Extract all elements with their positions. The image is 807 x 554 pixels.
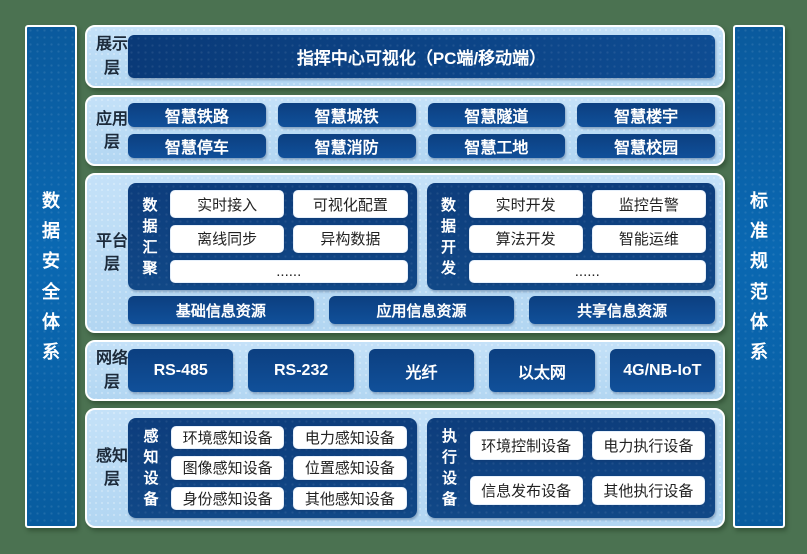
layer-label-presentation: 展示层 xyxy=(96,36,129,77)
platform-capability-chip: 离线同步 xyxy=(170,224,285,253)
sensing-devices-group: 感知设备 环境感知设备电力感知设备图像感知设备位置感知设备身份感知设备其他感知设… xyxy=(128,418,417,518)
application-chip: 智慧楼宇 xyxy=(577,103,715,128)
protocol-chip: 4G/NB-IoT xyxy=(609,349,716,392)
sensing-devices-label: 感知设备 xyxy=(143,428,159,508)
application-chip: 智慧停车 xyxy=(128,134,266,159)
platform-groups-row: 数据汇聚 实时接入可视化配置离线同步异构数据...... 数据开发 实时开发监控… xyxy=(128,183,715,290)
application-chip: 智慧隧道 xyxy=(427,103,566,128)
sensing-devices-grid: 环境感知设备电力感知设备图像感知设备位置感知设备身份感知设备其他感知设备 xyxy=(171,426,407,510)
actuator-device-chip: 其他执行设备 xyxy=(591,476,705,505)
data-development-grid: 实时开发监控告警算法开发智能运维...... xyxy=(468,190,706,284)
data-aggregation-label: 数据汇聚 xyxy=(142,196,158,277)
platform-body: 数据汇聚 实时接入可视化配置离线同步异构数据...... 数据开发 实时开发监控… xyxy=(128,181,716,325)
platform-capability-chip: 算法开发 xyxy=(468,224,583,253)
layer-label-platform: 平台层 xyxy=(96,232,129,274)
protocol-chip: 以太网 xyxy=(489,349,595,392)
actuator-device-chip: 电力执行设备 xyxy=(591,431,705,460)
platform-capability-chip: 监控告警 xyxy=(591,190,706,218)
data-security-sidebar: 数据安全体系 xyxy=(25,25,77,528)
layer-presentation: 展示层 指挥中心可视化（PC端/移动端） xyxy=(85,25,725,89)
actuator-device-chip: 环境控制设备 xyxy=(469,431,583,460)
layer-label-perception: 感知层 xyxy=(96,447,129,488)
standards-sidebar: 标准规范体系 xyxy=(733,25,785,528)
data-security-label: 数据安全体系 xyxy=(42,190,60,362)
layer-label-network: 网络层 xyxy=(96,350,129,391)
data-development-label: 数据开发 xyxy=(440,196,456,277)
information-resources-row: 基础信息资源应用信息资源共享信息资源 xyxy=(128,296,716,324)
protocol-row: RS-485 RS-232 光纤以太网 4G/NB-IoT xyxy=(128,348,716,393)
application-chip: 智慧工地 xyxy=(427,134,566,159)
protocol-chip: 光纤 xyxy=(368,349,475,392)
sensing-device-chip: 位置感知设备 xyxy=(293,456,407,480)
application-grid: 智慧铁路智慧城铁智慧隧道智慧楼宇智慧停车智慧消防智慧工地智慧校园 xyxy=(128,103,715,159)
sensing-device-chip: 身份感知设备 xyxy=(171,486,285,510)
sensing-device-chip: 图像感知设备 xyxy=(171,456,285,480)
data-aggregation-group: 数据汇聚 实时接入可视化配置离线同步异构数据...... xyxy=(128,183,417,290)
application-chip: 智慧校园 xyxy=(577,134,715,159)
network-body: RS-485 RS-232 光纤以太网 4G/NB-IoT xyxy=(128,348,716,393)
command-center-visualization-box: 指挥中心可视化（PC端/移动端） xyxy=(128,35,715,79)
protocol-chip: RS-485 xyxy=(128,349,234,392)
platform-capability-chip: ...... xyxy=(170,259,408,284)
sensing-device-chip: 电力感知设备 xyxy=(293,426,407,450)
platform-capability-chip: 可视化配置 xyxy=(293,190,408,218)
actuator-devices-grid: 环境控制设备电力执行设备信息发布设备其他执行设备 xyxy=(469,426,705,510)
data-development-group: 数据开发 实时开发监控告警算法开发智能运维...... xyxy=(427,183,716,290)
platform-capability-chip: ...... xyxy=(468,259,706,284)
sensing-device-chip: 其他感知设备 xyxy=(293,486,407,510)
resource-chip: 共享信息资源 xyxy=(529,296,716,324)
application-body: 智慧铁路智慧城铁智慧隧道智慧楼宇智慧停车智慧消防智慧工地智慧校园 xyxy=(128,103,715,159)
platform-capability-chip: 智能运维 xyxy=(591,224,706,253)
platform-capability-chip: 实时开发 xyxy=(468,190,583,218)
layer-perception: 感知层 感知设备 环境感知设备电力感知设备图像感知设备位置感知设备身份感知设备其… xyxy=(85,408,725,528)
layer-label-application: 应用层 xyxy=(96,110,129,151)
actuator-device-chip: 信息发布设备 xyxy=(469,476,583,505)
perception-body: 感知设备 环境感知设备电力感知设备图像感知设备位置感知设备身份感知设备其他感知设… xyxy=(128,416,715,520)
actuator-devices-label: 执行设备 xyxy=(441,428,457,508)
actuator-devices-group: 执行设备 环境控制设备电力执行设备信息发布设备其他执行设备 xyxy=(427,418,716,518)
application-chip: 智慧铁路 xyxy=(128,103,266,128)
platform-capability-chip: 异构数据 xyxy=(293,224,408,253)
presentation-body: 指挥中心可视化（PC端/移动端） xyxy=(128,33,715,80)
layer-network: 网络层 RS-485 RS-232 光纤以太网 4G/NB-IoT xyxy=(85,340,725,401)
sensing-device-chip: 环境感知设备 xyxy=(171,426,285,450)
platform-capability-chip: 实时接入 xyxy=(170,190,285,218)
layer-application: 应用层 智慧铁路智慧城铁智慧隧道智慧楼宇智慧停车智慧消防智慧工地智慧校园 xyxy=(85,95,725,167)
data-aggregation-grid: 实时接入可视化配置离线同步异构数据...... xyxy=(170,190,408,284)
resource-chip: 应用信息资源 xyxy=(328,296,515,324)
standards-label: 标准规范体系 xyxy=(750,190,768,362)
application-chip: 智慧消防 xyxy=(277,134,416,159)
protocol-chip: RS-232 xyxy=(248,349,354,392)
layers-column: 展示层 指挥中心可视化（PC端/移动端） 应用层 智慧铁路智慧城铁智慧隧道智慧楼… xyxy=(85,25,725,528)
application-chip: 智慧城铁 xyxy=(277,103,416,128)
layer-platform: 平台层 数据汇聚 实时接入可视化配置离线同步异构数据...... 数据开发 实时… xyxy=(85,173,725,333)
resource-chip: 基础信息资源 xyxy=(128,296,314,324)
